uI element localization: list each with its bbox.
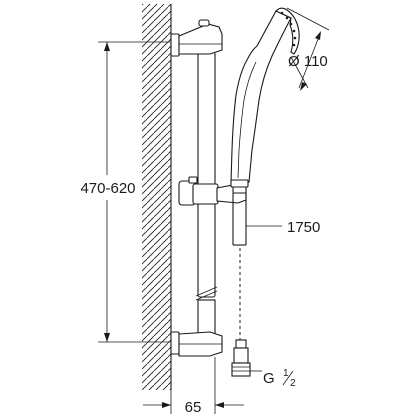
head-diameter-label: Ø 110 bbox=[288, 53, 328, 70]
dimension-arrow-icon bbox=[215, 402, 224, 408]
connection-thread-sub: 2 bbox=[290, 378, 296, 389]
head-diameter-dimension: Ø 110 bbox=[286, 7, 330, 91]
rail-height-dimension: 470-620 bbox=[80, 41, 170, 343]
wall-projection-label: 65 bbox=[185, 399, 202, 415]
shower-hose: 1750 bbox=[232, 193, 320, 340]
wall-projection-dimension: 65 bbox=[143, 357, 244, 415]
spray-nozzles bbox=[280, 11, 297, 47]
dimension-arrow-icon bbox=[315, 31, 321, 40]
connection-thread-base: G bbox=[263, 370, 275, 387]
wall bbox=[142, 4, 172, 390]
dimension-arrow-icon bbox=[104, 42, 110, 51]
top-wall-bracket bbox=[170, 19, 223, 57]
bottom-wall-bracket bbox=[170, 331, 223, 357]
hand-shower bbox=[230, 7, 300, 194]
connection-thread-label: G bbox=[263, 370, 275, 387]
hose-connection: G 1 2 bbox=[231, 339, 296, 389]
dimension-arrow-icon bbox=[162, 402, 171, 408]
hose-length-label: 1750 bbox=[287, 219, 320, 236]
connection-thread-sup: 1 bbox=[283, 368, 289, 379]
dimension-arrow-icon bbox=[104, 333, 110, 342]
wall-hatch-icon bbox=[142, 4, 171, 390]
dimension-arrow-icon bbox=[300, 82, 307, 91]
rail-height-label: 470-620 bbox=[80, 180, 135, 197]
